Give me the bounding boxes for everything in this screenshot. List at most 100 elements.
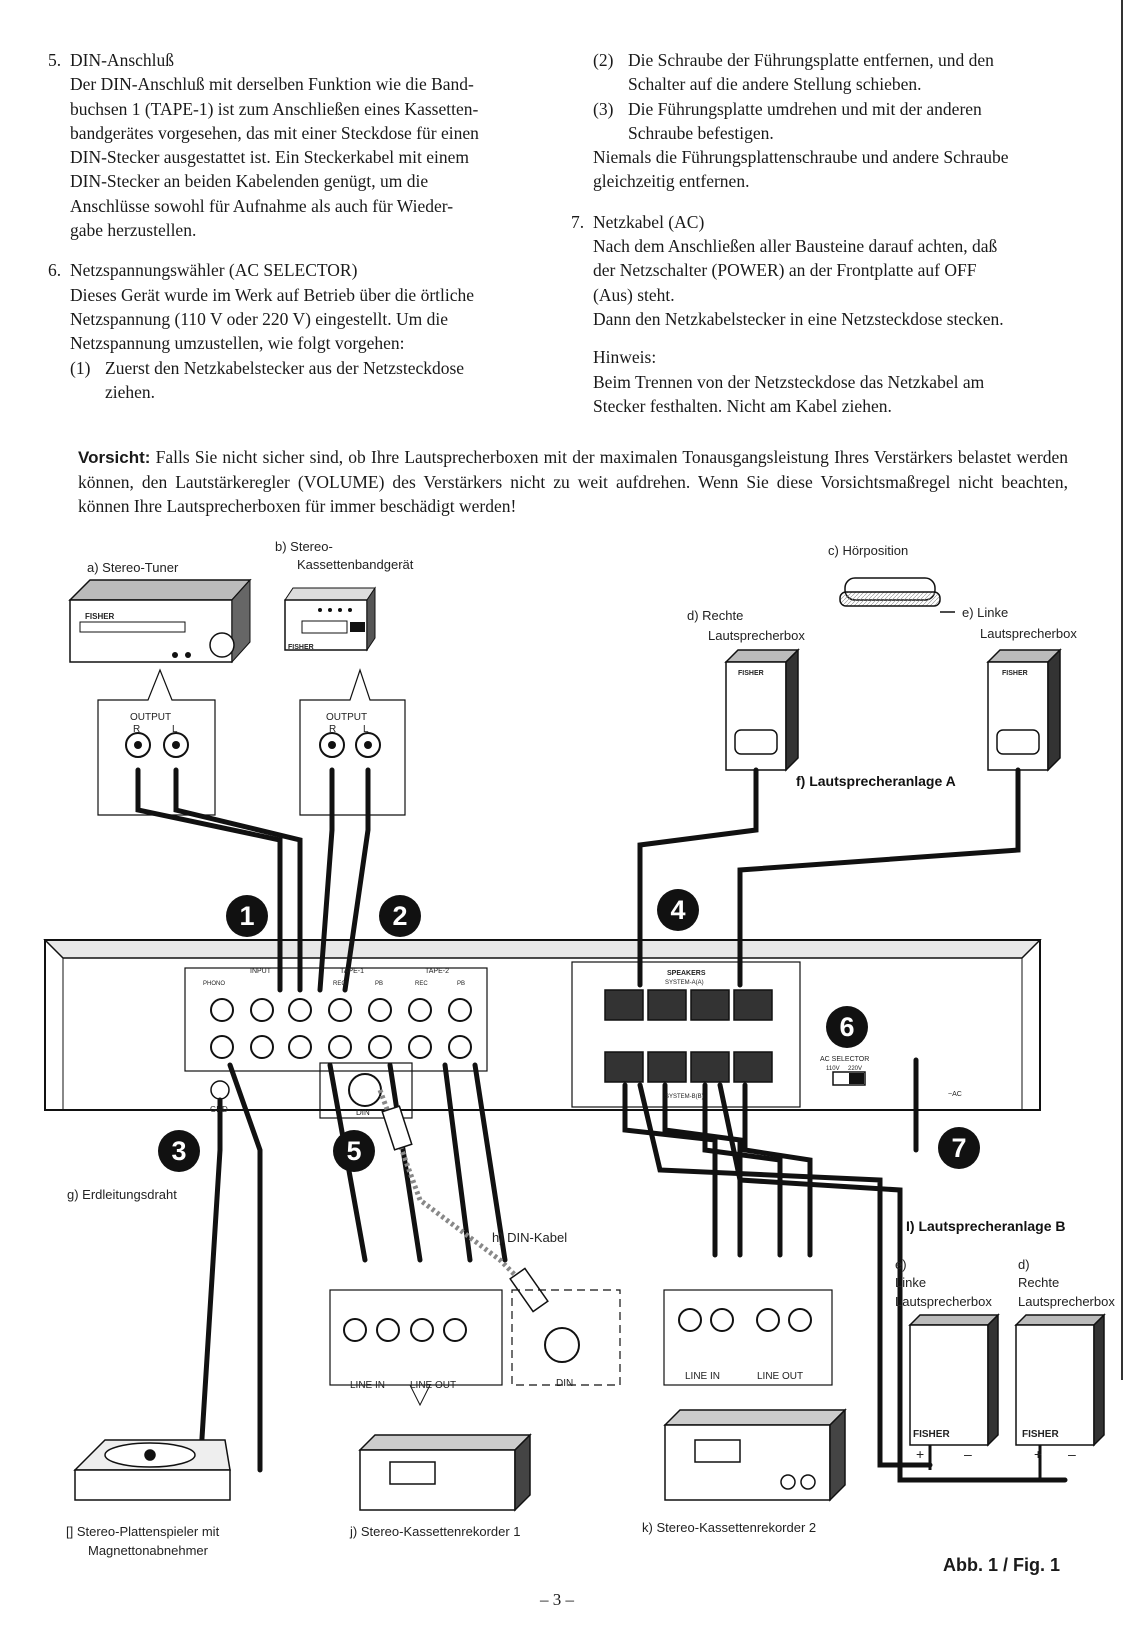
label-phono: PHONO bbox=[203, 981, 226, 987]
s5-line: buchsen 1 (TAPE-1) ist zum Anschließen e… bbox=[70, 98, 479, 119]
s5-line: DIN-Stecker an beiden Kabelenden genügt,… bbox=[70, 171, 429, 192]
section-5-heading: 5.DIN-Anschluß bbox=[48, 50, 175, 70]
label-g-ground: g) Erdleitungsdraht bbox=[67, 1187, 177, 1202]
label-b-line2: Kassettenbandgerät bbox=[297, 557, 414, 572]
label-a-tuner: a) Stereo-Tuner bbox=[87, 560, 179, 575]
speaker-b-right bbox=[1014, 1313, 1106, 1447]
label-line-in-1: LINE IN bbox=[350, 1380, 386, 1391]
step-badge-4: 4 bbox=[657, 889, 699, 931]
s5-line: Der DIN-Anschluß mit derselben Funktion … bbox=[70, 74, 474, 95]
hint-line: Stecker festhalten. Nicht am Kabel ziehe… bbox=[593, 395, 892, 416]
cassette-recorder-1-illustration bbox=[358, 1433, 532, 1512]
label-tape1: TAPE-1 bbox=[340, 968, 364, 975]
speaker-b-left bbox=[908, 1313, 1000, 1447]
step-2: (2)Die Schraube der Führungsplatte entfe… bbox=[593, 50, 994, 70]
step-badge-6: 6 bbox=[826, 1006, 868, 1048]
label-b-line1: b) Stereo- bbox=[275, 539, 333, 554]
step-badge-2: 2 bbox=[379, 895, 421, 937]
connection-cables bbox=[135, 767, 1068, 1483]
label-line-out-1: LINE OUT bbox=[410, 1380, 457, 1391]
cassette-deck-illustration bbox=[284, 586, 376, 652]
left-column: 5.DIN-Anschluß Der DIN-Anschluß mit ders… bbox=[48, 48, 524, 404]
label-output-tuner: OUTPUT bbox=[130, 712, 172, 723]
warning-line: gleichzeitig entfernen. bbox=[593, 171, 750, 192]
label-din-socket: DIN bbox=[556, 1378, 574, 1389]
s6-step1-cont: ziehen. bbox=[105, 381, 156, 402]
label-line-out-2: LINE OUT bbox=[757, 1371, 804, 1382]
s6-step1: (1)Zuerst den Netzkabelstecker aus der N… bbox=[70, 357, 465, 378]
right-column: (2)Die Schraube der Führungsplatte entfe… bbox=[571, 48, 1089, 418]
label-turntable-2: Magnettonabnehmer bbox=[88, 1543, 208, 1558]
brand-label: FISHER bbox=[913, 1429, 950, 1440]
label-r: R bbox=[329, 724, 337, 735]
label-d-line2: Lautsprecherbox bbox=[708, 628, 805, 643]
step-badge-1: 1 bbox=[226, 895, 268, 937]
s6-line: Dieses Gerät wurde im Werk auf Betrieb ü… bbox=[70, 284, 475, 305]
minus-sign: – bbox=[1068, 1446, 1076, 1462]
label-l: L bbox=[363, 724, 369, 735]
plus-sign: + bbox=[916, 1446, 925, 1462]
section-6-heading: 6.Netzspannungswähler (AC SELECTOR) bbox=[48, 260, 358, 281]
brand-label: FISHER bbox=[738, 670, 764, 677]
label-rec: REC bbox=[333, 981, 346, 987]
s6-line: Netzspannung (110 V oder 220 V) eingeste… bbox=[70, 308, 448, 329]
turntable-illustration bbox=[73, 1439, 231, 1501]
label-turntable-1: [] Stereo-Plattenspieler mit bbox=[66, 1524, 220, 1539]
stereo-tuner-illustration bbox=[68, 578, 252, 664]
step-badge-3: 3 bbox=[158, 1130, 200, 1172]
label-db-3: Lautsprecherbox bbox=[1018, 1294, 1115, 1309]
brand-label: FISHER bbox=[288, 644, 314, 651]
speaker-a-right bbox=[724, 648, 800, 772]
label-line-in-2: LINE IN bbox=[685, 1371, 721, 1382]
s5-line: gabe herzustellen. bbox=[70, 220, 197, 241]
label-db-1: d) bbox=[1018, 1257, 1030, 1272]
label-k-deck2: k) Stereo-Kassettenrekorder 2 bbox=[642, 1520, 817, 1535]
amplifier-rear-panel bbox=[43, 939, 1042, 1119]
label-output-deck: OUTPUT bbox=[326, 712, 368, 723]
label-db-2: Rechte bbox=[1018, 1275, 1060, 1290]
minus-sign: – bbox=[964, 1446, 972, 1462]
label-system-a: SYSTEM-A(A) bbox=[665, 980, 704, 986]
label-eb-3: Lautsprecherbox bbox=[895, 1294, 992, 1309]
label-l: L bbox=[172, 724, 178, 735]
label-ac-selector: AC SELECTOR bbox=[820, 1056, 870, 1063]
step-badge-7: 7 bbox=[938, 1127, 980, 1169]
section-6-body: Dieses Gerät wurde im Werk auf Betrieb ü… bbox=[48, 283, 524, 356]
label-110v: 110V bbox=[826, 1066, 840, 1072]
hint-title: Hinweis: bbox=[593, 347, 657, 368]
caution-paragraph: Vorsicht: Falls Sie nicht sicher sind, o… bbox=[78, 445, 1068, 518]
figure-label: Abb. 1 / Fig. 1 bbox=[942, 1555, 1060, 1575]
warning-line: Niemals die Führungsplattenschraube und … bbox=[593, 147, 1009, 168]
label-tape2: TAPE-2 bbox=[425, 968, 449, 975]
step-2-cont: Schalter auf die andere Stellung schiebe… bbox=[628, 74, 922, 95]
label-din-amp: DIN bbox=[356, 1108, 370, 1117]
label-i-system-b: I) Lautsprecheranlage B bbox=[906, 1218, 1066, 1234]
s6-line: Netzspannung umzustellen, wie folgt vorg… bbox=[70, 333, 405, 354]
label-220v: 220V bbox=[848, 1066, 863, 1072]
label-system-b: SYSTEM-B(B) bbox=[665, 1094, 704, 1100]
label-ac: ~AC bbox=[948, 1091, 962, 1098]
s5-line: Anschlüsse sowohl für Aufnahme als auch … bbox=[70, 195, 454, 216]
label-d-line1: d) Rechte bbox=[687, 608, 744, 623]
label-rec: REC bbox=[415, 981, 428, 987]
label-e-line2: Lautsprecherbox bbox=[980, 626, 1077, 641]
s7-line: (Aus) steht. bbox=[593, 284, 675, 305]
step-3-cont: Schraube befestigen. bbox=[628, 122, 774, 143]
tuner-output-box bbox=[97, 668, 216, 816]
label-c-listening: c) Hörposition bbox=[828, 543, 909, 558]
label-speakers: SPEAKERS bbox=[667, 970, 706, 977]
step-3: (3)Die Führungsplatte umdrehen und mit d… bbox=[593, 98, 982, 119]
brand-label: FISHER bbox=[1022, 1429, 1059, 1440]
step-badge-5: 5 bbox=[333, 1130, 375, 1172]
label-h-din: h) DIN-Kabel bbox=[492, 1230, 568, 1245]
label-gnd: GND bbox=[210, 1105, 228, 1114]
deck-output-box bbox=[299, 668, 406, 816]
s7-line: Nach dem Anschließen aller Bausteine dar… bbox=[593, 236, 998, 257]
label-f-system-a: f) Lautsprecheranlage A bbox=[796, 773, 956, 789]
label-input: INPUT bbox=[250, 968, 271, 975]
section-7-heading: 7.Netzkabel (AC) bbox=[571, 211, 705, 232]
label-pb: PB bbox=[457, 981, 466, 987]
caution-label: Vorsicht: bbox=[78, 448, 151, 467]
section-5-body: Der DIN-Anschluß mit derselben Funktion … bbox=[48, 72, 524, 242]
